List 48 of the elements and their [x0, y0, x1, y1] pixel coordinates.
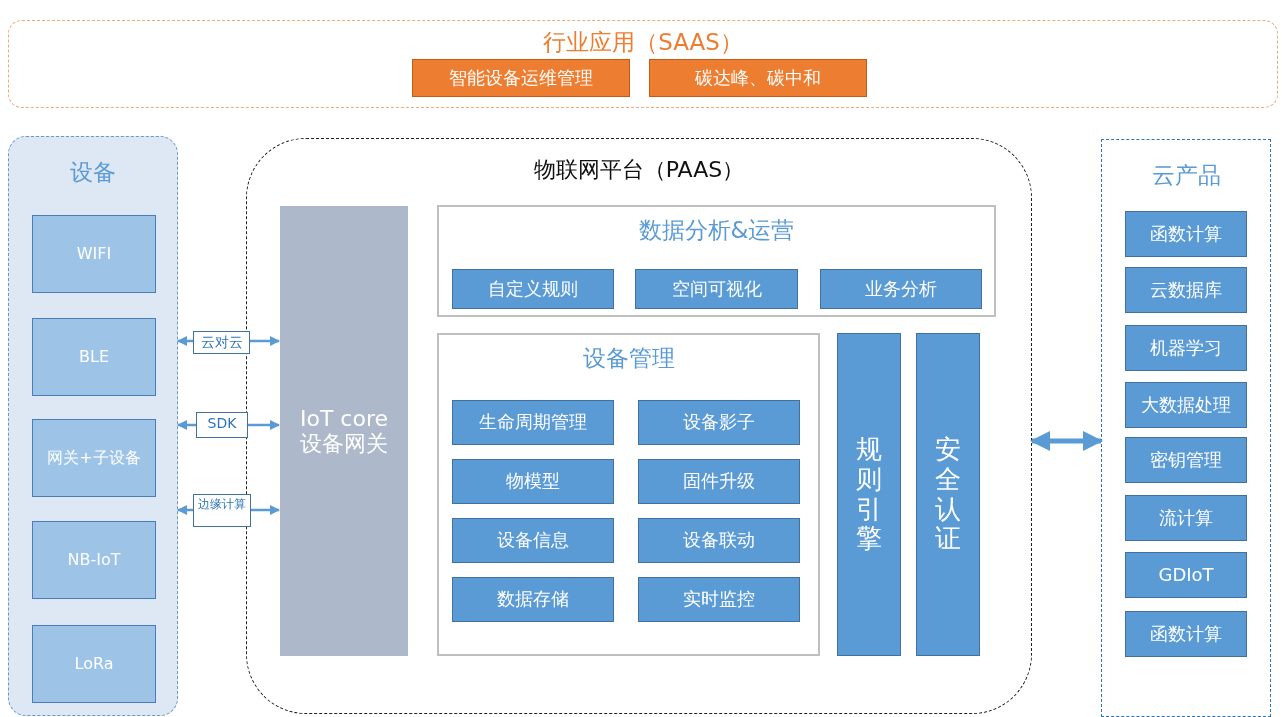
app-box: 碳达峰、碳中和: [649, 59, 867, 97]
saas-panel: [8, 20, 1278, 108]
platform-panel: [246, 138, 1032, 714]
panel-title: 物联网平台（PAAS）: [532, 156, 746, 184]
panel-title: 云产品: [1150, 161, 1222, 190]
module-box: 函数计算: [1125, 611, 1247, 657]
device-box: 网关+子设备: [32, 419, 156, 497]
gateway-box: IoT core 设备网关: [280, 206, 408, 656]
panel-title: 数据分析&运营: [637, 216, 796, 245]
panel-title: 行业应用（SAAS）: [542, 28, 744, 57]
module-box: 数据存储: [452, 577, 614, 622]
module-box: 密钥管理: [1125, 437, 1247, 483]
device-box: NB-IoT: [32, 521, 156, 599]
module-box: 规则引擎: [837, 333, 901, 656]
module-box: 物模型: [452, 459, 614, 504]
module-box: 设备联动: [638, 518, 800, 563]
module-box: 安全认证: [916, 333, 980, 656]
module-panel: [437, 205, 996, 317]
double-arrow: [1030, 431, 1103, 451]
device-panel: [8, 136, 178, 716]
edge-label: 边缘计算: [193, 494, 251, 527]
module-box: 空间可视化: [635, 269, 798, 309]
module-box: 云数据库: [1125, 267, 1247, 313]
module-box: 实时监控: [638, 577, 800, 622]
device-box: WIFI: [32, 215, 156, 293]
double-arrow: [177, 505, 280, 515]
module-box: 设备影子: [638, 400, 800, 445]
module-box: 流计算: [1125, 495, 1247, 541]
edge-label: 云对云: [193, 331, 250, 354]
module-box: 大数据处理: [1125, 382, 1247, 428]
module-box: GDIoT: [1125, 552, 1247, 598]
module-box: 固件升级: [638, 459, 800, 504]
panel-title: 设备: [69, 158, 117, 187]
module-box: 生命周期管理: [452, 400, 614, 445]
module-box: 设备信息: [452, 518, 614, 563]
app-box: 智能设备运维管理: [412, 59, 630, 97]
device-box: BLE: [32, 318, 156, 396]
module-box: 机器学习: [1125, 325, 1247, 371]
panel-title: 设备管理: [581, 344, 676, 373]
edge-label: SDK: [196, 412, 248, 438]
module-panel: [437, 333, 820, 656]
module-box: 函数计算: [1125, 211, 1247, 257]
double-arrow: [177, 420, 280, 430]
module-box: 业务分析: [820, 269, 982, 309]
device-box: LoRa: [32, 625, 156, 703]
double-arrow: [177, 336, 280, 346]
cloud-panel: [1101, 139, 1271, 717]
module-box: 自定义规则: [452, 269, 614, 309]
